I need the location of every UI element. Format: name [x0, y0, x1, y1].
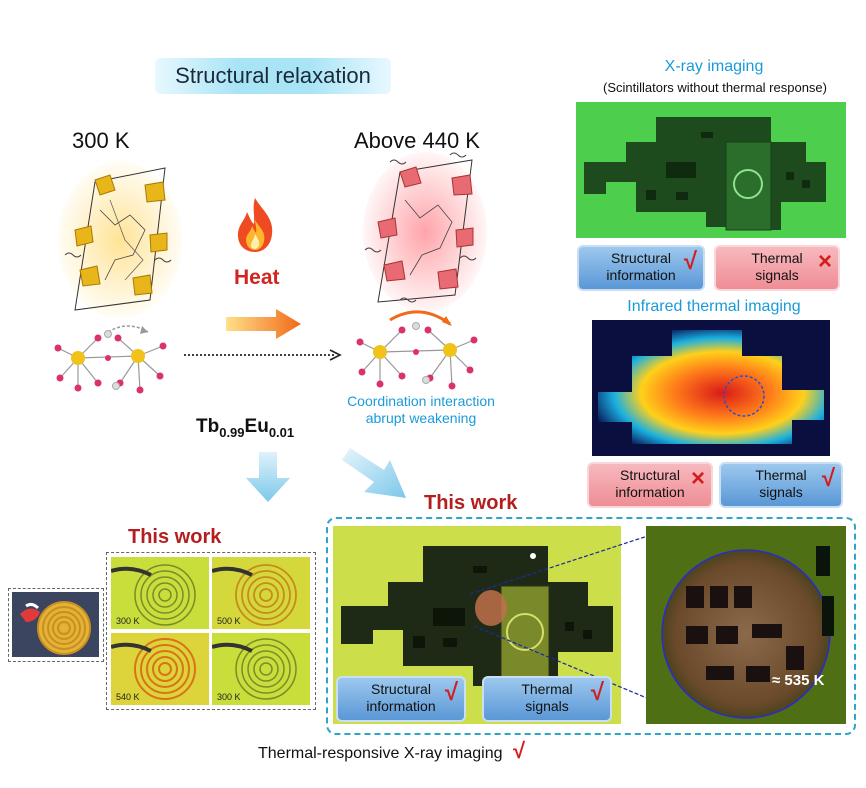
- crystal-cell-440k: [363, 152, 487, 312]
- formula-element-b: Eu: [244, 416, 269, 437]
- diagonal-arrow-icon: [342, 448, 406, 498]
- coil-temp-label: 540 K: [116, 692, 140, 702]
- coil-cell-300k-b: 300 K: [212, 633, 310, 705]
- coordination-line-1: Coordination interaction: [347, 393, 495, 409]
- coordination-line-2: abrupt weakening: [365, 410, 477, 426]
- molecular-structure-300k: [54, 325, 167, 394]
- tag-structural-info-ir: Structural information ×: [587, 462, 713, 508]
- check-icon: √: [512, 738, 526, 763]
- tag-line-1: Thermal: [755, 467, 807, 483]
- down-arrow-icon: [246, 452, 290, 502]
- this-work-label-center: This work: [424, 492, 518, 514]
- tag-line-2: information: [606, 267, 676, 283]
- sample-photo-frame: [8, 588, 104, 662]
- coil-image-300k-b: [212, 633, 310, 705]
- tag-line-2: signals: [755, 267, 799, 283]
- tag-line-1: Structural: [371, 681, 431, 697]
- structural-relaxation-title: Structural relaxation: [155, 58, 391, 94]
- coil-temp-label: 300 K: [217, 692, 241, 702]
- coil-cell-500k: 500 K: [212, 557, 310, 629]
- flame-icon: [237, 198, 273, 252]
- caption-text: Thermal-responsive X-ray imaging: [258, 745, 503, 762]
- xray-imaging-subtitle: (Scintillators without thermal response): [603, 80, 827, 95]
- infrared-imaging-title: Infrared thermal imaging: [627, 298, 801, 315]
- thermal-coil-grid: [106, 552, 316, 710]
- tag-thermal-signals-ir: Thermal signals √: [719, 462, 843, 508]
- coil-cell-300k-a: 300 K: [111, 557, 209, 629]
- chemical-formula: Tb0.99Eu0.01: [196, 416, 294, 440]
- temperature-readout: ≈ 535 K: [772, 672, 825, 689]
- crystal-cell-300k: [58, 162, 182, 318]
- xray-imaging-title: X-ray imaging: [664, 58, 764, 75]
- zoomed-hotspot-image: [646, 526, 846, 724]
- coil-image-300k-a: [111, 557, 209, 629]
- xray-image-green: [576, 102, 846, 238]
- tag-line-2: signals: [759, 484, 803, 500]
- heat-label: Heat: [234, 266, 280, 289]
- formula-sub-a: 0.99: [219, 424, 245, 440]
- tag-thermal-signals-xray: Thermal signals ×: [714, 245, 840, 291]
- temp-above-440k-label: Above 440 K: [354, 128, 480, 153]
- tag-line-1: Structural: [620, 467, 680, 483]
- coil-image-540k: [111, 633, 209, 705]
- check-icon: √: [683, 248, 697, 275]
- check-icon: √: [590, 679, 604, 706]
- coordination-caption: Coordination interaction abrupt weakenin…: [326, 393, 516, 427]
- sample-photo: [12, 592, 99, 657]
- temp-300k-label: 300 K: [72, 128, 130, 153]
- tag-line-1: Structural: [611, 250, 671, 266]
- zoom-connector-lines: [470, 529, 667, 707]
- formula-sub-b: 0.01: [268, 424, 295, 440]
- this-work-label-left: This work: [128, 526, 222, 548]
- cross-icon: ×: [690, 465, 705, 492]
- molecular-structure-440k: [356, 310, 478, 390]
- tag-structural-info-xray: Structural information √: [577, 245, 705, 291]
- check-icon: √: [821, 465, 835, 492]
- tag-structural-info-thiswork: Structural information √: [336, 676, 466, 722]
- tag-line-2: information: [615, 484, 685, 500]
- check-icon: √: [444, 679, 458, 706]
- bottom-caption: Thermal-responsive X-ray imaging √: [258, 738, 525, 764]
- coil-temp-label: 500 K: [217, 616, 241, 626]
- coil-image-500k: [212, 557, 310, 629]
- cross-icon: ×: [817, 248, 832, 275]
- tag-thermal-signals-thiswork: Thermal signals √: [482, 676, 612, 722]
- transition-arrow-icon: [184, 349, 342, 361]
- coil-cell-540k: 540 K: [111, 633, 209, 705]
- coil-temp-label: 300 K: [116, 616, 140, 626]
- infrared-image: [592, 320, 830, 456]
- thermal-xray-image: [333, 526, 621, 724]
- tag-line-2: information: [366, 698, 436, 714]
- tag-line-2: signals: [525, 698, 569, 714]
- heat-arrow-icon: [226, 309, 301, 339]
- this-work-panel: [326, 517, 856, 735]
- tag-line-1: Thermal: [521, 681, 573, 697]
- tag-line-1: Thermal: [751, 250, 803, 266]
- formula-element-a: Tb: [196, 416, 220, 437]
